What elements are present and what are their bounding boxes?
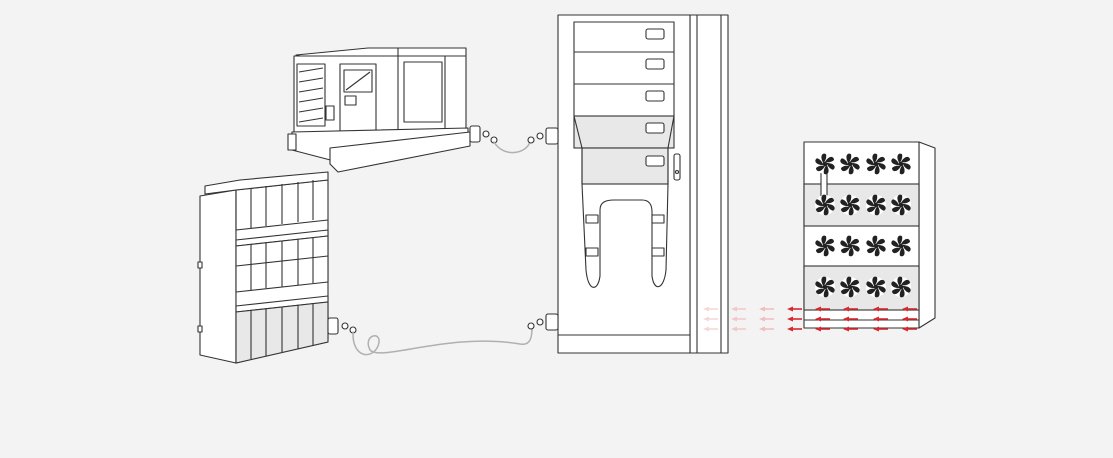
fan-icon — [840, 194, 860, 216]
fan-icon — [840, 153, 860, 175]
battery-rack-icon — [197, 171, 357, 364]
airflow-arrow — [815, 306, 830, 312]
fan-icon — [891, 153, 911, 175]
fan-icon — [815, 153, 835, 175]
fan-icon — [891, 194, 911, 216]
fan-icon — [815, 235, 835, 257]
airflow-arrow — [759, 316, 774, 322]
airflow-arrow — [703, 306, 718, 312]
fan-icon — [891, 276, 911, 298]
airflow-arrow — [843, 316, 858, 322]
fan-icon — [815, 276, 835, 298]
fan-icon — [815, 194, 835, 216]
airflow-arrow — [731, 306, 746, 312]
airflow-arrow — [703, 326, 718, 332]
airflow-arrow — [731, 316, 746, 322]
airflow-arrow — [843, 326, 858, 332]
generator-icon — [287, 47, 498, 173]
airflow-arrow — [873, 326, 888, 332]
fan-icon — [891, 235, 911, 257]
fan-icon — [866, 153, 886, 175]
fan-icon — [866, 194, 886, 216]
fan-array-icon — [803, 141, 936, 329]
airflow-arrow — [873, 316, 888, 322]
ups-cabinet-icon — [527, 14, 729, 354]
airflow-arrow — [843, 306, 858, 312]
airflow-arrow — [902, 326, 917, 332]
airflow-arrow — [902, 316, 917, 322]
airflow-arrow — [731, 326, 746, 332]
fan-icon — [866, 276, 886, 298]
airflow-arrow — [759, 306, 774, 312]
airflow-arrows — [703, 306, 917, 332]
fan-icon — [840, 235, 860, 257]
airflow-arrow — [815, 316, 830, 322]
fan-icon — [840, 276, 860, 298]
airflow-arrow — [787, 326, 802, 332]
airflow-arrow — [703, 316, 718, 322]
airflow-arrow — [787, 306, 802, 312]
airflow-arrow — [815, 326, 830, 332]
airflow-arrow — [902, 306, 917, 312]
airflow-arrow — [759, 326, 774, 332]
fan-icon — [866, 235, 886, 257]
power-cables — [352, 139, 533, 356]
airflow-arrow — [873, 306, 888, 312]
airflow-arrow — [787, 316, 802, 322]
